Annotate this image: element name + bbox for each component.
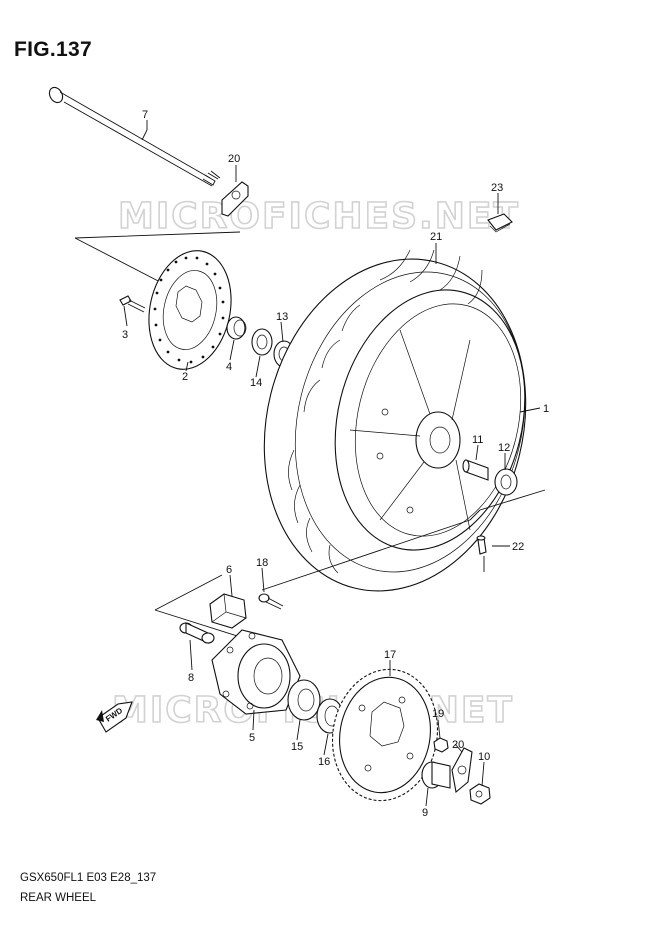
callout-10[interactable]: 10: [478, 751, 490, 763]
callout-19[interactable]: 19: [432, 708, 444, 720]
chain-adjuster-top-part[interactable]: [221, 181, 249, 217]
callout-17[interactable]: 17: [384, 649, 396, 661]
callout-14[interactable]: 14: [250, 377, 262, 389]
hub-damper-part[interactable]: [209, 593, 247, 629]
callout-13[interactable]: 13: [276, 311, 288, 323]
axle-nut-part[interactable]: [469, 783, 491, 805]
callout-5[interactable]: 5: [249, 732, 255, 744]
sprocket-mounting-drum-part[interactable]: [211, 629, 301, 715]
bearing-left-part[interactable]: [251, 328, 273, 356]
callout-20-top[interactable]: 20: [228, 153, 240, 165]
callout-6[interactable]: 6: [226, 564, 232, 576]
callout-7[interactable]: 7: [142, 109, 148, 121]
callout-20-bottom[interactable]: 20: [452, 739, 464, 751]
callout-15[interactable]: 15: [291, 741, 303, 753]
sprocket-nut-part[interactable]: [433, 737, 449, 753]
tire-valve-part[interactable]: [476, 535, 487, 555]
diagram-code: GSX650FL1 E03 E28_137: [20, 872, 157, 884]
callout-1[interactable]: 1: [543, 403, 549, 415]
callout-4[interactable]: 4: [226, 361, 232, 373]
callout-12[interactable]: 12: [498, 442, 510, 454]
callout-22[interactable]: 22: [512, 541, 524, 553]
callout-18[interactable]: 18: [256, 557, 268, 569]
callout-16[interactable]: 16: [318, 756, 330, 768]
wheel-and-tire-part[interactable]: [230, 231, 560, 619]
hub-bolt-part[interactable]: [258, 593, 284, 610]
wheel-bearing-part[interactable]: [494, 468, 518, 496]
drum-bearing-part[interactable]: [287, 679, 321, 721]
callout-21[interactable]: 21: [430, 231, 442, 243]
callout-11[interactable]: 11: [472, 434, 483, 446]
forward-direction-arrow: FWD: [96, 701, 133, 733]
axle-part[interactable]: [47, 85, 221, 187]
callout-23[interactable]: 23: [491, 182, 503, 194]
callout-3[interactable]: 3: [122, 329, 128, 341]
callout-9[interactable]: 9: [422, 807, 428, 819]
callout-2[interactable]: 2: [182, 371, 188, 383]
figure-title: FIG.137: [14, 38, 92, 61]
callout-8[interactable]: 8: [188, 672, 194, 684]
chain-adjuster-bottom-part[interactable]: [451, 747, 473, 794]
diagram-name: REAR WHEEL: [20, 892, 97, 904]
balancer-weight-clip-part[interactable]: [487, 213, 513, 233]
rear-sprocket-part[interactable]: [322, 661, 447, 809]
chain-side-spacer-part[interactable]: [421, 761, 451, 789]
watermark-top: MICROFICHES.NET: [118, 196, 520, 237]
spacer-part[interactable]: [226, 316, 247, 340]
disc-bolt-part[interactable]: [119, 295, 146, 313]
brake-disc-part[interactable]: [138, 243, 241, 377]
axle-spacer-part[interactable]: [462, 459, 489, 481]
sprocket-stud-part[interactable]: [179, 622, 215, 644]
